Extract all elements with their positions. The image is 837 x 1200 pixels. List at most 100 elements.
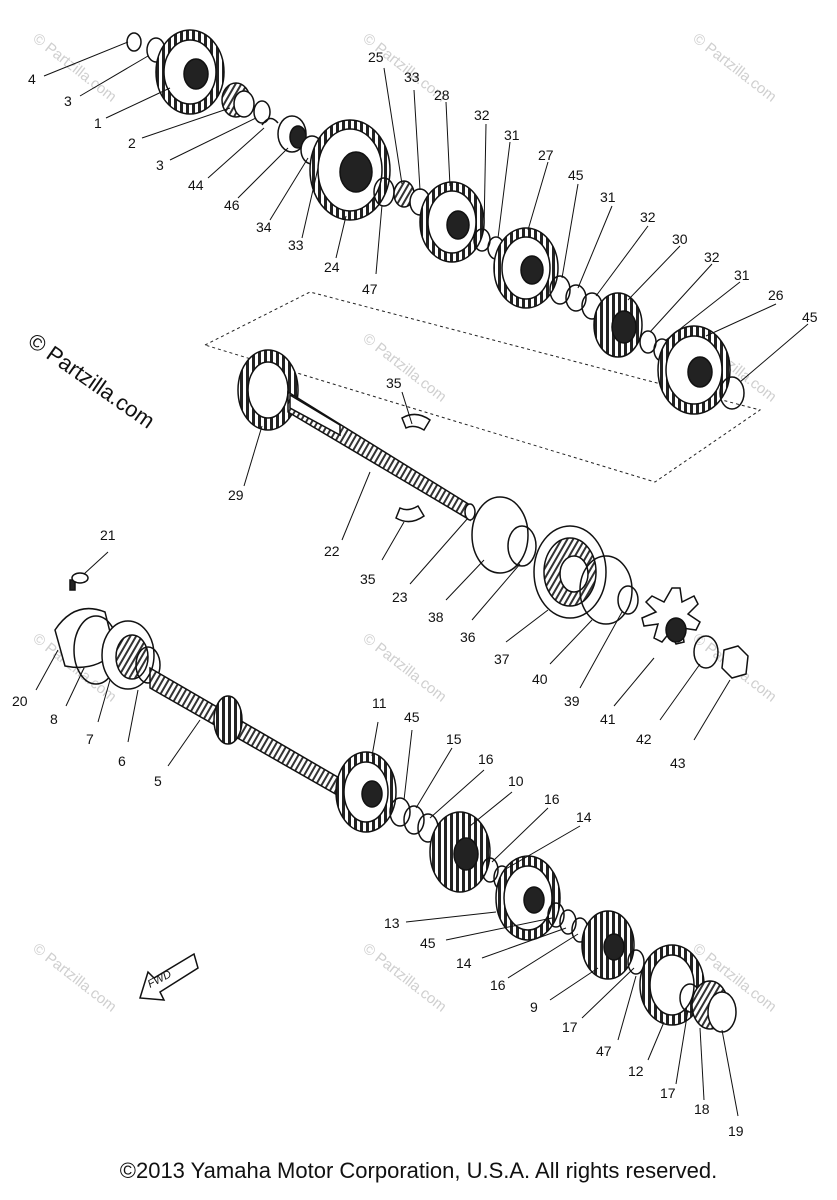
label-45d: 45 (420, 935, 436, 951)
part-28-gear (419, 181, 485, 263)
label-31b: 31 (600, 189, 616, 205)
label-40: 40 (532, 671, 548, 687)
label-42: 42 (636, 731, 652, 747)
part-5-shaft (149, 666, 361, 810)
part-43-nut (721, 645, 749, 679)
part-41-sprocket (641, 587, 701, 645)
part-15-washer (403, 805, 425, 835)
label-41: 41 (600, 711, 616, 727)
part-37-bearing (533, 525, 607, 619)
label-39: 39 (564, 693, 580, 709)
label-25: 25 (368, 49, 384, 65)
part-13-gear (495, 855, 561, 941)
label-47: 47 (362, 281, 378, 297)
label-32b: 32 (640, 209, 656, 225)
label-34: 34 (256, 219, 272, 235)
part-10-gear (429, 811, 491, 893)
label-29: 29 (228, 487, 244, 503)
label-16b: 16 (544, 791, 560, 807)
label-8: 8 (50, 711, 58, 727)
label-31c: 31 (734, 267, 750, 283)
part-45-washer (549, 275, 571, 305)
middle-shaft (237, 349, 749, 679)
part-3-washer-b (253, 100, 271, 124)
label-32: 32 (474, 107, 490, 123)
label-33: 33 (288, 237, 304, 253)
label-16: 16 (478, 751, 494, 767)
part-4-circlip (126, 32, 142, 52)
label-14b: 14 (456, 955, 472, 971)
part-42-washer (693, 635, 719, 669)
label-43: 43 (670, 755, 686, 771)
label-4: 4 (28, 71, 36, 87)
label-45b: 45 (802, 309, 818, 325)
part-6-circlip (135, 646, 161, 684)
label-45: 45 (568, 167, 584, 183)
label-35: 35 (386, 375, 402, 391)
label-26: 26 (768, 287, 784, 303)
label-5: 5 (154, 773, 162, 789)
label-6: 6 (118, 753, 126, 769)
fwd-arrow: FWD (139, 952, 199, 1001)
label-46: 46 (224, 197, 240, 213)
label-47b: 47 (596, 1043, 612, 1059)
label-33b: 33 (404, 69, 420, 85)
part-14-washer-b (559, 909, 577, 935)
bottom-shaft (54, 572, 737, 1033)
label-17: 17 (562, 1019, 578, 1035)
part-26-gear (657, 325, 731, 415)
part-29-gear (237, 349, 299, 431)
part-36-oring (507, 525, 537, 567)
part-39-collar (617, 585, 639, 615)
label-10: 10 (508, 773, 524, 789)
label-14: 14 (576, 809, 592, 825)
leader-lines (35, 41, 809, 1117)
label-2: 2 (128, 135, 136, 151)
label-20: 20 (12, 693, 28, 709)
label-38: 38 (428, 609, 444, 625)
label-36: 36 (460, 629, 476, 645)
label-23: 23 (392, 589, 408, 605)
part-2-bearing (221, 82, 255, 118)
part-19-bearing (691, 980, 737, 1033)
label-3: 3 (64, 93, 72, 109)
label-12: 12 (628, 1063, 644, 1079)
part-labels: 4 3 1 2 3 44 46 34 33 24 47 25 33 28 32 … (12, 49, 818, 1139)
label-35b: 35 (360, 571, 376, 587)
label-45c: 45 (404, 709, 420, 725)
part-1-gear (155, 29, 225, 115)
label-27: 27 (538, 147, 554, 163)
part-38-circlip (471, 496, 529, 574)
part-23-pin (464, 503, 476, 521)
label-9: 9 (530, 999, 538, 1015)
label-37: 37 (494, 651, 510, 667)
label-21: 21 (100, 527, 116, 543)
label-24: 24 (324, 259, 340, 275)
label-28: 28 (434, 87, 450, 103)
part-7-bearing (101, 620, 155, 690)
label-31: 31 (504, 127, 520, 143)
label-1: 1 (94, 115, 102, 131)
label-11: 11 (372, 695, 387, 711)
part-45-washer-d (547, 902, 565, 928)
label-30: 30 (672, 231, 688, 247)
part-11-gear (335, 751, 397, 833)
part-31-circlip-b (565, 284, 587, 312)
label-32c: 32 (704, 249, 720, 265)
label-19: 19 (728, 1123, 744, 1139)
copyright-footer: ©2013 Yamaha Motor Corporation, U.S.A. A… (119, 1158, 718, 1183)
label-15: 15 (446, 731, 462, 747)
part-35-clip-a (401, 413, 431, 432)
part-35-clip-b (395, 504, 425, 523)
label-3b: 3 (156, 157, 164, 173)
part-9-gear (581, 910, 635, 980)
part-40-seal (579, 555, 633, 625)
label-18: 18 (694, 1101, 710, 1117)
part-45-washer-b (719, 376, 745, 410)
part-16-circlip-b (481, 857, 499, 883)
label-44: 44 (188, 177, 204, 193)
label-17b: 17 (660, 1085, 676, 1101)
part-17-washer (627, 949, 645, 975)
part-45-washer-c (389, 797, 411, 827)
